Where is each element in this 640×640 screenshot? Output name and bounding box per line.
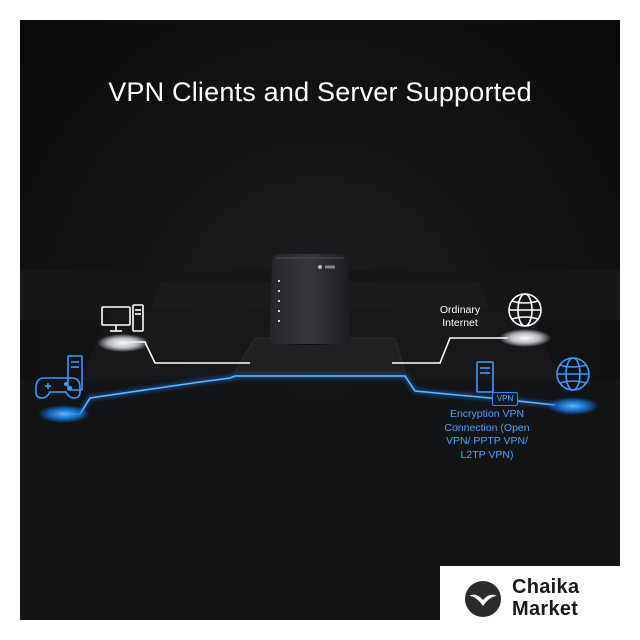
headline: VPN Clients and Server Supported	[108, 77, 532, 107]
server-icon	[67, 355, 83, 391]
vpn-globe-glow	[547, 397, 599, 415]
vpn-globe-icon	[556, 357, 590, 391]
vpn-badge: VPN	[492, 392, 518, 406]
desktop-glow	[97, 334, 149, 352]
gamepad-glow	[38, 405, 90, 423]
vpn-server-icon	[476, 361, 494, 393]
encryption-vpn-label: Encryption VPN Connection (Open VPN/ PPT…	[444, 408, 530, 461]
internet-globe-icon	[508, 293, 542, 327]
desktop-computer-icon	[101, 304, 144, 332]
brand-name: Chaika Market	[512, 576, 579, 620]
network-scene	[20, 254, 620, 620]
router-device	[270, 254, 350, 345]
brand-watermark: Chaika Market	[440, 566, 620, 640]
ordinary-internet-label: Ordinary Internet	[439, 304, 481, 329]
product-banner: VPN Clients and Server Supported	[20, 20, 620, 620]
internet-globe-glow	[499, 329, 551, 347]
seagull-logo	[465, 581, 501, 617]
gamepad-icon	[35, 377, 81, 399]
brand-line-1: Chaika	[512, 576, 580, 598]
vpn-line	[60, 374, 556, 416]
ordinary-line-right	[392, 337, 508, 364]
brand-line-2: Market	[512, 598, 579, 620]
